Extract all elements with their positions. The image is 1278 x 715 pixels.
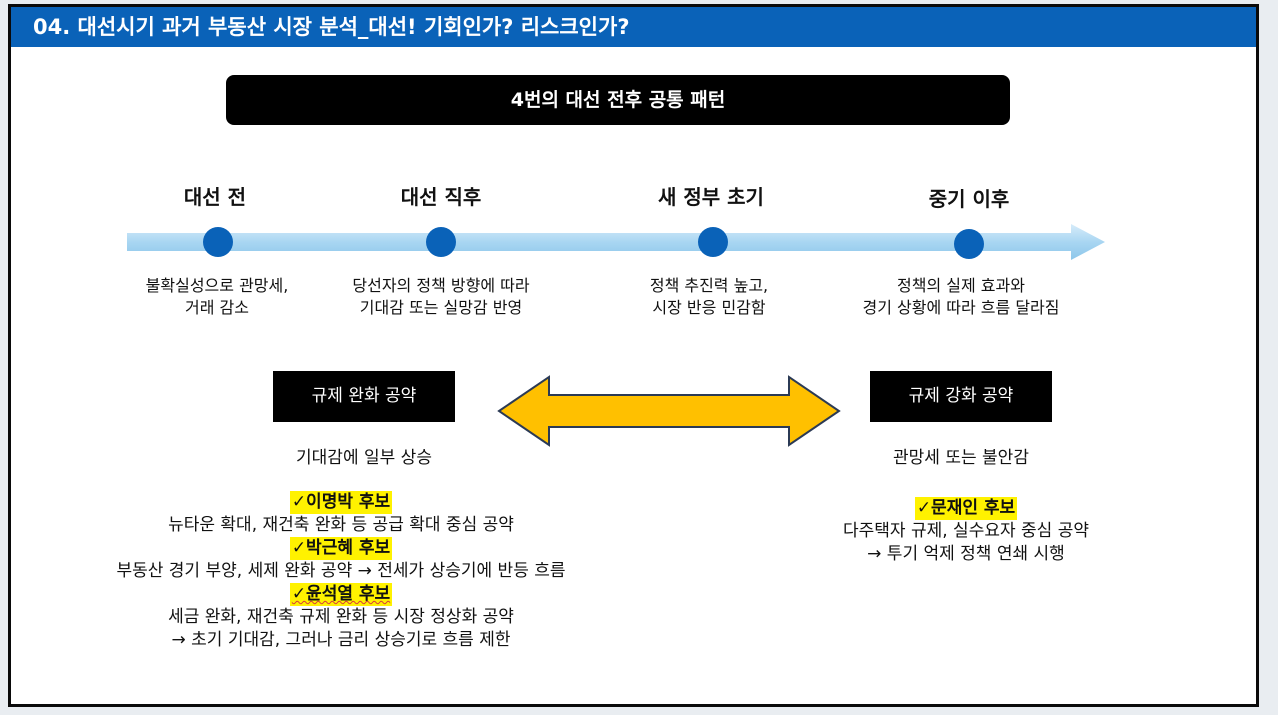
timeline-dot-2 [426, 227, 456, 257]
stage-desc-3: 정책 추진력 높고, 시장 반응 민감함 [649, 276, 769, 317]
timeline-shaft [127, 224, 1105, 260]
double-arrow [497, 375, 841, 447]
stage-desc-4: 정책의 실제 효과와 경기 상황에 따라 흐름 달라짐 [862, 276, 1060, 317]
candidate-desc-moon-2: → 투기 억제 정책 연쇄 시행 [867, 544, 1065, 564]
stage-title-1: 대선 전 [183, 185, 247, 209]
candidate-desc-yoon-2: → 초기 기대감, 그러나 금리 상승기로 흐름 제한 [171, 630, 511, 650]
stage-title-3: 새 정부 초기 [658, 185, 764, 209]
candidate-desc-moon-1: 다주택자 규제, 실수요자 중심 공약 [843, 521, 1089, 541]
pattern-title-box: 4번의 대선 전후 공통 패턴 [226, 75, 1010, 125]
candidate-desc-yoon-1: 세금 완화, 재건축 규제 완화 등 시장 정상화 공약 [168, 607, 514, 627]
stage-title-2: 대선 직후 [400, 185, 482, 209]
regulation-label: 규제 강화 공약 [870, 371, 1052, 422]
deregulation-effect: 기대감에 일부 상승 [296, 448, 432, 468]
deregulation-candidates: ✓이명박 후보 뉴타운 확대, 재건축 완화 등 공급 확대 중심 공약 ✓박근… [11, 491, 671, 652]
candidate-name-park: ✓박근혜 후보 [289, 537, 393, 560]
stage-desc-2: 당선자의 정책 방향에 따라 기대감 또는 실망감 반영 [352, 276, 530, 317]
double-arrow-shape [497, 375, 841, 447]
candidate-desc-lee: 뉴타운 확대, 재건축 완화 등 공급 확대 중심 공약 [168, 515, 514, 535]
deregulation-label: 규제 완화 공약 [273, 371, 455, 422]
slide: 04. 대선시기 과거 부동산 시장 분석_대선! 기회인가? 리스크인가? 4… [8, 4, 1259, 707]
candidate-desc-park: 부동산 경기 부양, 세제 완화 공약 → 전세가 상승기에 반등 흐름 [116, 561, 566, 581]
candidate-name-yoon: ✓윤석열 후보 [289, 583, 393, 606]
candidate-name-moon: ✓문재인 후보 [914, 497, 1018, 520]
background-edge [1262, 0, 1278, 715]
timeline-dot-4 [954, 229, 984, 259]
regulation-candidates: ✓문재인 후보 다주택자 규제, 실수요자 중심 공약 → 투기 억제 정책 연… [781, 497, 1151, 566]
stage-title-4: 중기 이후 [928, 187, 1010, 211]
stage-desc-1: 불확실성으로 관망세, 거래 감소 [145, 276, 289, 317]
page-title: 04. 대선시기 과거 부동산 시장 분석_대선! 기회인가? 리스크인가? [11, 7, 1256, 47]
timeline-dot-3 [698, 227, 728, 257]
timeline-arrow [127, 224, 1105, 260]
regulation-effect: 관망세 또는 불안감 [893, 448, 1029, 468]
candidate-name-lee: ✓이명박 후보 [289, 491, 393, 514]
timeline-dot-1 [203, 227, 233, 257]
